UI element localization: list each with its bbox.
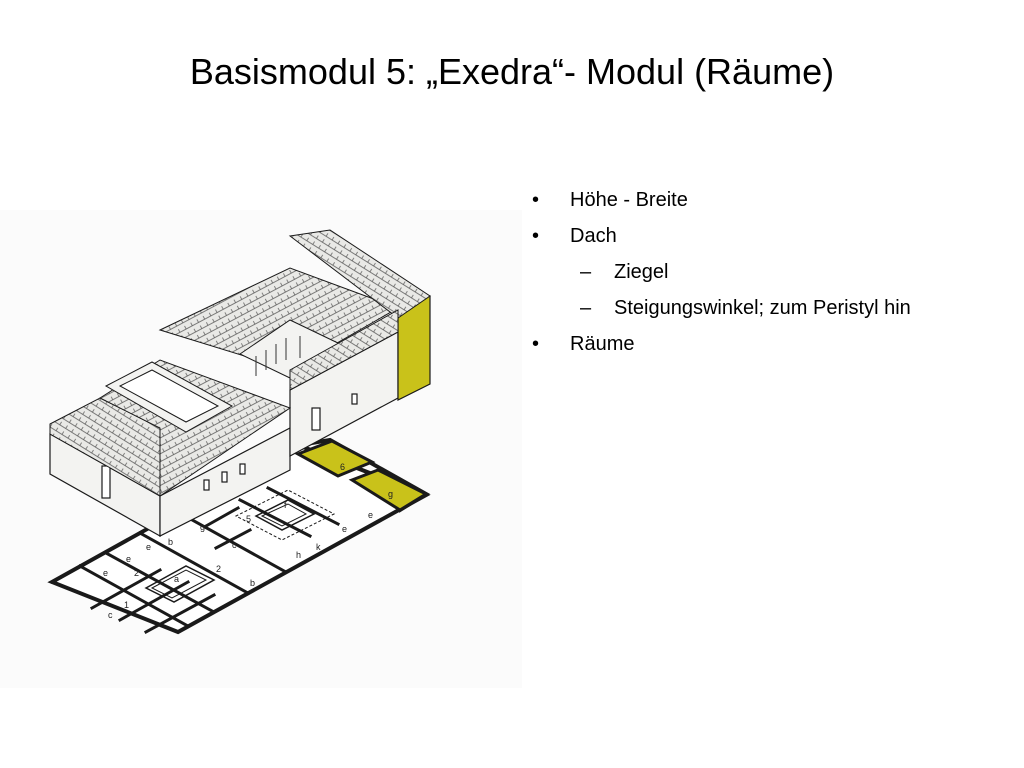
- bullet-item: • Höhe - Breite: [528, 186, 968, 214]
- room-6: [294, 439, 376, 478]
- svg-text:2: 2: [216, 564, 221, 574]
- svg-text:e: e: [103, 568, 108, 578]
- exedra-house-drawing: a b b c c e e e e e f g g h k 1 2 2 5 6: [47, 229, 431, 635]
- svg-text:b: b: [250, 578, 255, 588]
- svg-text:f: f: [284, 500, 287, 510]
- bullet-text: Räume: [570, 333, 635, 355]
- sub-bullet-marker: –: [580, 261, 592, 283]
- floor-plan: [47, 437, 431, 635]
- bullet-list: • Höhe - Breite • Dach – Ziegel – Steigu…: [528, 186, 968, 366]
- svg-text:c: c: [232, 540, 237, 550]
- room-9: [348, 468, 430, 512]
- house-illustration: a b b c c e e e e e f g g h k 1 2 2 5 6: [0, 210, 522, 688]
- bullet-text: Höhe - Breite: [570, 189, 688, 211]
- svg-text:g: g: [200, 522, 205, 532]
- svg-text:e: e: [126, 554, 131, 564]
- svg-text:1: 1: [124, 600, 129, 610]
- svg-text:b: b: [168, 537, 173, 547]
- svg-text:6: 6: [340, 462, 345, 472]
- svg-text:e: e: [368, 510, 373, 520]
- bullet-text: Dach: [570, 225, 617, 247]
- bullet-marker: •: [532, 225, 540, 247]
- svg-text:g: g: [388, 489, 393, 499]
- bullet-item: • Dach: [528, 222, 968, 250]
- svg-text:e: e: [146, 542, 151, 552]
- svg-text:h: h: [296, 550, 301, 560]
- sub-bullet-item: – Ziegel: [528, 258, 968, 286]
- sub-bullet-marker: –: [580, 297, 592, 319]
- slide-title: Basismodul 5: „Exedra“- Modul (Räume): [189, 51, 835, 92]
- sub-bullet-item: – Steigungswinkel; zum Peristyl hin: [528, 294, 968, 322]
- house-walls: [49, 295, 431, 538]
- sub-bullet-text: Ziegel: [614, 261, 669, 283]
- roof-tiles: [49, 229, 431, 497]
- svg-text:e: e: [342, 524, 347, 534]
- bullet-item: • Räume: [528, 330, 968, 358]
- svg-text:c: c: [108, 610, 113, 620]
- sub-bullet-text: Steigungswinkel; zum Peristyl hin: [614, 297, 911, 319]
- svg-text:k: k: [316, 542, 321, 552]
- plan-labels: a b b c c e e e e e f g g h k 1 2 2 5 6: [103, 462, 393, 620]
- bullet-marker: •: [532, 333, 540, 355]
- svg-text:2: 2: [134, 568, 139, 578]
- svg-text:a: a: [174, 574, 179, 584]
- svg-text:5: 5: [246, 514, 251, 524]
- bullet-marker: •: [532, 189, 540, 211]
